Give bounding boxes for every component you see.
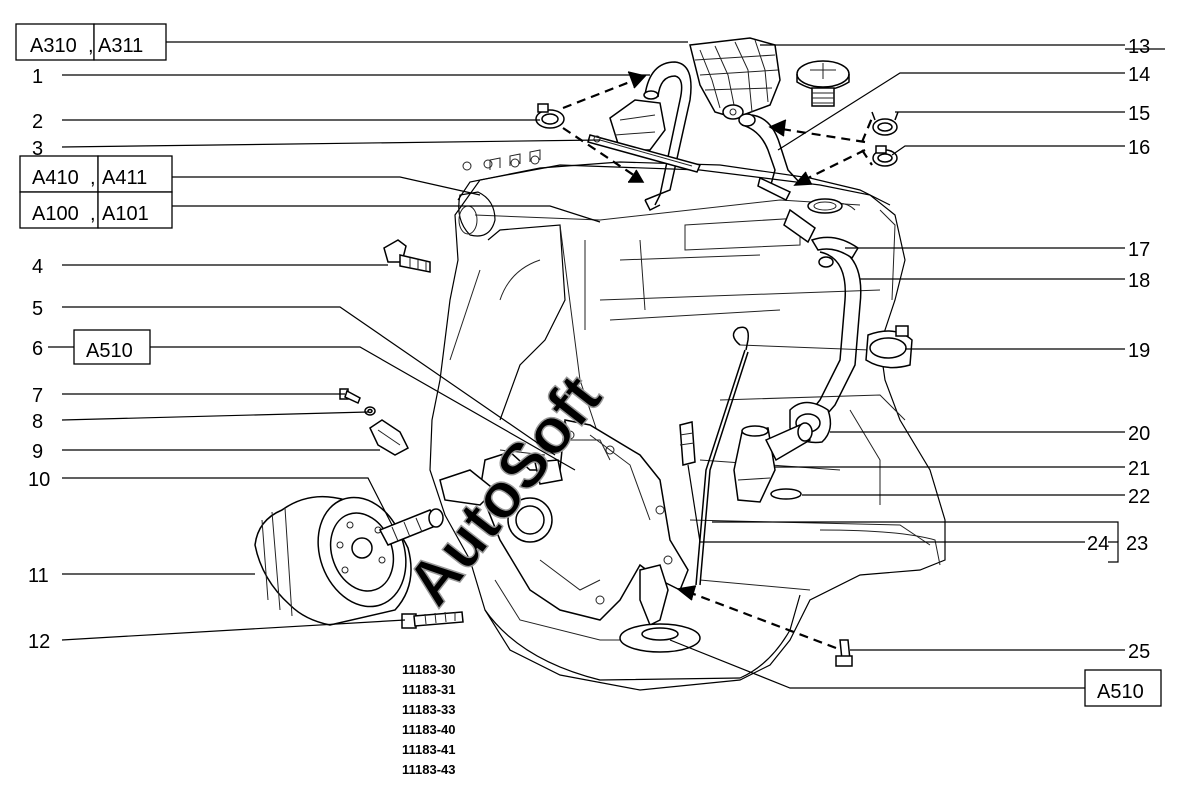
- callout-13: 13: [1128, 36, 1150, 58]
- ref-a311[interactable]: A311: [98, 35, 143, 57]
- callout-17: 17: [1128, 239, 1150, 261]
- part-code: 11183-33: [402, 702, 456, 717]
- hose-clamp-16: [872, 145, 898, 167]
- callout-8: 8: [32, 411, 43, 433]
- ref-a510-right[interactable]: A510: [1097, 681, 1144, 703]
- callout-18: 18: [1128, 270, 1150, 292]
- o-ring-22: [770, 488, 802, 500]
- knock-sensor-4: [383, 239, 431, 273]
- ref-a510-left[interactable]: A510: [86, 340, 133, 362]
- callout-4: 4: [32, 256, 43, 278]
- callout-16: 16: [1128, 137, 1150, 159]
- callout-9: 9: [32, 441, 43, 463]
- callout-19: 19: [1128, 340, 1150, 362]
- part-code: 11183-30: [402, 662, 456, 677]
- oil-dipstick-23: [695, 326, 750, 586]
- ref-a410[interactable]: A410: [32, 167, 79, 189]
- part-code: 11183-40: [402, 722, 456, 737]
- callout-2: 2: [32, 111, 43, 133]
- callout-numbers: 1 2 3 4 5 6 7 8 9 10 11 12 13 14 15 16 1…: [28, 36, 1150, 663]
- washer-8: [364, 406, 376, 416]
- bolt-12: [401, 611, 464, 629]
- part-codes-list: 11183-30 11183-31 11183-33 11183-40 1118…: [402, 662, 456, 777]
- hose-clamp-19: [865, 325, 913, 369]
- svg-text:,: ,: [88, 35, 94, 57]
- bolt-25: [835, 639, 853, 667]
- callout-5: 5: [32, 298, 43, 320]
- oil-pickup-strainer: [619, 564, 701, 653]
- ref-box-a100-a101[interactable]: A100 , A101: [19, 191, 173, 229]
- callout-7: 7: [32, 385, 43, 407]
- ref-box-a310-a311[interactable]: A310 , A311: [15, 23, 167, 61]
- oil-filler-cap-13: [796, 60, 850, 107]
- oil-filter-11: [254, 495, 412, 626]
- ref-a101[interactable]: A101: [102, 203, 149, 225]
- oil-pressure-sensor-9: [369, 419, 409, 456]
- ref-box-a510-right[interactable]: A510: [1084, 669, 1162, 707]
- intake-duct: [689, 37, 781, 120]
- ref-a310[interactable]: A310: [30, 35, 77, 57]
- oil-breather-hose-18: [783, 208, 862, 421]
- callout-15: 15: [1128, 103, 1150, 125]
- dipstick-guide-24: [679, 421, 696, 466]
- callout-20: 20: [1128, 423, 1150, 445]
- hose-clamp-15: [871, 111, 899, 136]
- ref-box-a410-a411[interactable]: A410 , A411: [19, 155, 173, 193]
- callout-6: 6: [32, 338, 43, 360]
- callout-24: 24: [1087, 533, 1109, 555]
- breather-hose-1: [643, 61, 692, 212]
- callout-25: 25: [1128, 641, 1150, 663]
- breather-hose-14: [738, 113, 801, 202]
- breather-elbow-21: [733, 422, 813, 503]
- ref-a100[interactable]: A100: [32, 203, 79, 225]
- callout-12: 12: [28, 631, 50, 653]
- callout-22: 22: [1128, 486, 1150, 508]
- callout-23: 23: [1126, 533, 1148, 555]
- leader-lines: [61, 41, 1165, 689]
- ref-box-a510-left[interactable]: A510: [73, 329, 151, 365]
- svg-text:,: ,: [90, 167, 96, 189]
- callout-14: 14: [1128, 64, 1150, 86]
- callout-10: 10: [28, 469, 50, 491]
- oil-pump-housing: [439, 419, 689, 621]
- callout-1: 1: [32, 66, 43, 88]
- hose-clamp-2: [535, 103, 565, 129]
- engine-block: [429, 149, 946, 691]
- part-code: 11183-43: [402, 762, 456, 777]
- callout-21: 21: [1128, 458, 1150, 480]
- assembly-arrows: [562, 71, 874, 650]
- part-code: 11183-31: [402, 682, 456, 697]
- part-code: 11183-41: [402, 742, 456, 757]
- callout-11: 11: [28, 565, 49, 587]
- svg-text:,: ,: [90, 203, 96, 225]
- ref-a411[interactable]: A411: [102, 167, 147, 189]
- bolt-7: [339, 388, 361, 405]
- oil-filter-union-10: [378, 508, 444, 546]
- callout-3: 3: [32, 138, 43, 160]
